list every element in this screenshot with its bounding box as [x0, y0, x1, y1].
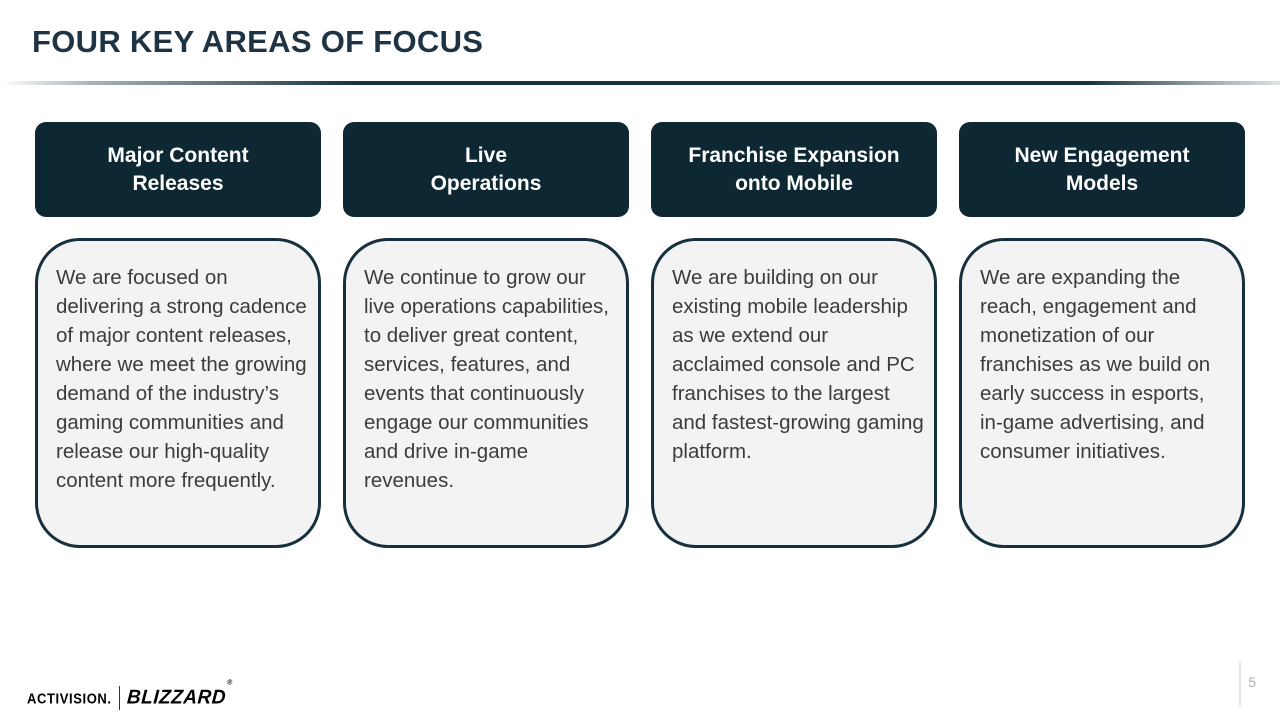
page-footer: 5: [1239, 662, 1256, 706]
header-line: Franchise Expansion: [688, 143, 900, 167]
body-text: We are focused on delivering a strong ca…: [56, 266, 307, 492]
slide-title: FOUR KEY AREAS OF FOCUS: [32, 24, 484, 59]
header-line: Operations: [430, 171, 542, 195]
logo-separator-line: [118, 686, 120, 710]
body-box-live-operations: We continue to grow our live operations …: [343, 238, 629, 548]
header-line: Live: [464, 143, 508, 167]
focus-column-major-content-releases: Major Content Releases We are focused on…: [35, 122, 321, 548]
header-box-franchise-expansion-mobile: Franchise Expansion onto Mobile: [651, 122, 937, 217]
focus-column-new-engagement-models: New Engagement Models We are expanding t…: [959, 122, 1245, 548]
body-box-new-engagement-models: We are expanding the reach, engagement a…: [959, 238, 1245, 548]
body-text: We are building on our existing mobile l…: [672, 266, 924, 463]
header-line: Releases: [132, 171, 224, 195]
registered-trademark-symbol: ®: [226, 679, 233, 687]
activision-blizzard-logo: ACTIVISION. BLIZZARD®: [27, 679, 233, 714]
body-box-franchise-expansion-mobile: We are building on our existing mobile l…: [651, 238, 937, 548]
page-number: 5: [1248, 674, 1256, 690]
focus-column-franchise-expansion-mobile: Franchise Expansion onto Mobile We are b…: [651, 122, 937, 548]
header-box-new-engagement-models: New Engagement Models: [959, 122, 1245, 217]
blizzard-wordmark: BLIZZARD®: [125, 679, 233, 709]
body-text: We continue to grow our live operations …: [364, 266, 609, 492]
page-number-divider-bar: [1239, 662, 1242, 706]
focus-column-live-operations: Live Operations We continue to grow our …: [343, 122, 629, 548]
header-line: onto Mobile: [735, 171, 853, 195]
body-text: We are expanding the reach, engagement a…: [980, 266, 1211, 463]
body-box-major-content-releases: We are focused on delivering a strong ca…: [35, 238, 321, 548]
blizzard-wordmark-text: BLIZZARD: [125, 686, 227, 709]
activision-wordmark: ACTIVISION.: [27, 689, 112, 707]
header-box-live-operations: Live Operations: [343, 122, 629, 217]
title-divider-rule: [0, 81, 1280, 85]
header-box-major-content-releases: Major Content Releases: [35, 122, 321, 217]
focus-areas-grid: Major Content Releases We are focused on…: [35, 122, 1245, 548]
header-line: Major Content: [107, 143, 249, 167]
header-line: Models: [1065, 171, 1139, 195]
header-line: New Engagement: [1014, 143, 1190, 167]
